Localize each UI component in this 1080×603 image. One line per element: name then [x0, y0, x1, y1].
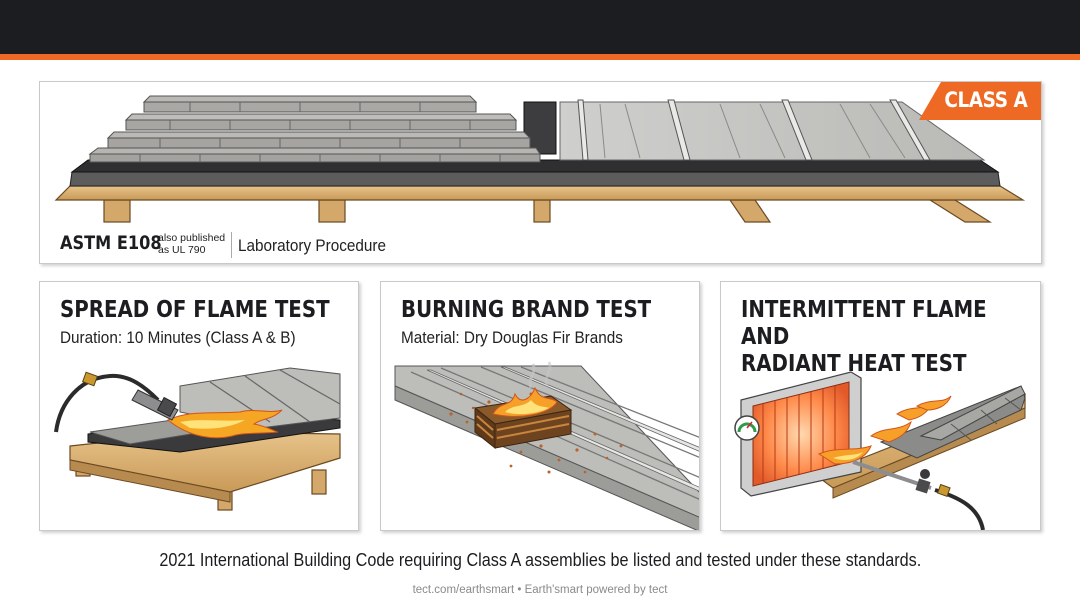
spread-of-flame-illustration [54, 367, 341, 511]
procedure-label: Laboratory Procedure [238, 236, 386, 255]
intermittent-flame-title: INTERMITTENT FLAME AND RADIANT HEAT TEST [741, 297, 1033, 378]
burning-brand-title: BURNING BRAND TEST [401, 297, 652, 323]
intermittent-flame-illustration [734, 371, 1026, 530]
intermittent-flame-panel: INTERMITTENT FLAME AND RADIANT HEAT TEST [720, 281, 1041, 531]
label-divider [231, 232, 232, 258]
also-published-as-line: as UL 790 [158, 244, 206, 256]
class-a-badge: CLASS A [919, 82, 1041, 120]
spread-of-flame-title: SPREAD OF FLAME TEST [60, 297, 330, 323]
roof-assembly-illustration [54, 95, 1026, 223]
building-code-caption-text: 2021 International Building Code requiri… [159, 550, 921, 570]
burning-brand-material: Material: Dry Douglas Fir Brands [401, 328, 623, 347]
also-published-line: also published [158, 232, 226, 244]
spread-of-flame-panel: SPREAD OF FLAME TEST Duration: 10 Minute… [39, 281, 359, 531]
accent-stripe [0, 54, 1080, 60]
also-published-note: also published as UL 790 [158, 232, 238, 256]
intermittent-flame-title-line2: RADIANT HEAT TEST [741, 351, 967, 377]
spread-of-flame-duration: Duration: 10 Minutes (Class A & B) [60, 328, 296, 347]
burning-brand-illustration [394, 361, 699, 530]
footer-credit: tect.com/earthsmart • Earth'smart powere… [412, 584, 668, 596]
top-bar [0, 0, 1080, 54]
burning-brand-panel: BURNING BRAND TEST Material: Dry Douglas… [380, 281, 700, 531]
standard-name: ASTM E108 [60, 232, 162, 254]
class-a-label: CLASS A [943, 88, 1028, 112]
roof-assembly-panel: CLASS A ASTM E108 also published as UL 7… [39, 81, 1042, 264]
intermittent-flame-title-line1: INTERMITTENT FLAME AND [741, 297, 987, 350]
building-code-caption: 2021 International Building Code requiri… [0, 550, 1080, 571]
